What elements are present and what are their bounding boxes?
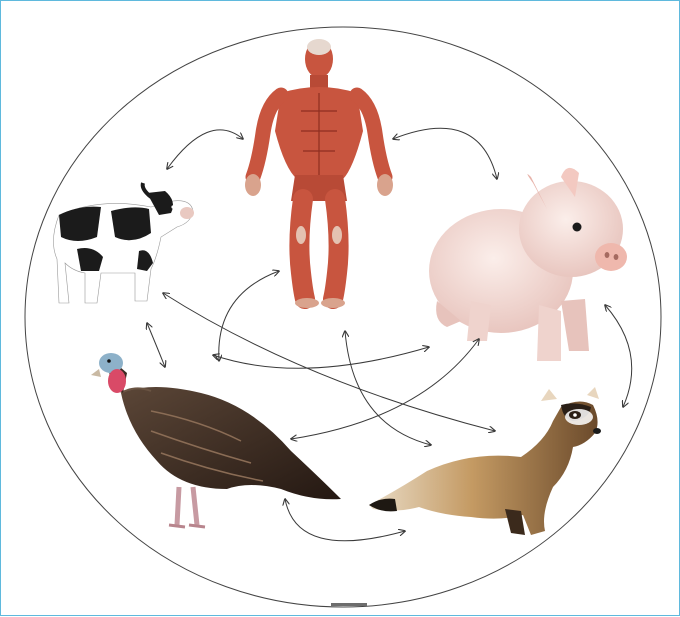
arrow-human-pig <box>393 128 497 179</box>
arrow-cow-pig <box>213 347 429 368</box>
cow-icon <box>53 183 194 303</box>
arrow-pig-ferret <box>605 305 632 407</box>
arrow-human-turkey <box>219 271 279 361</box>
turkey-icon <box>91 353 341 527</box>
arrow-human-cow <box>167 130 243 169</box>
ferret-icon <box>369 387 601 535</box>
arrow-cow-turkey <box>147 323 165 367</box>
human-anatomy-icon <box>245 39 393 308</box>
bottom-tick <box>331 603 367 606</box>
arrow-turkey-pig <box>291 339 479 439</box>
pig-icon <box>429 168 627 361</box>
